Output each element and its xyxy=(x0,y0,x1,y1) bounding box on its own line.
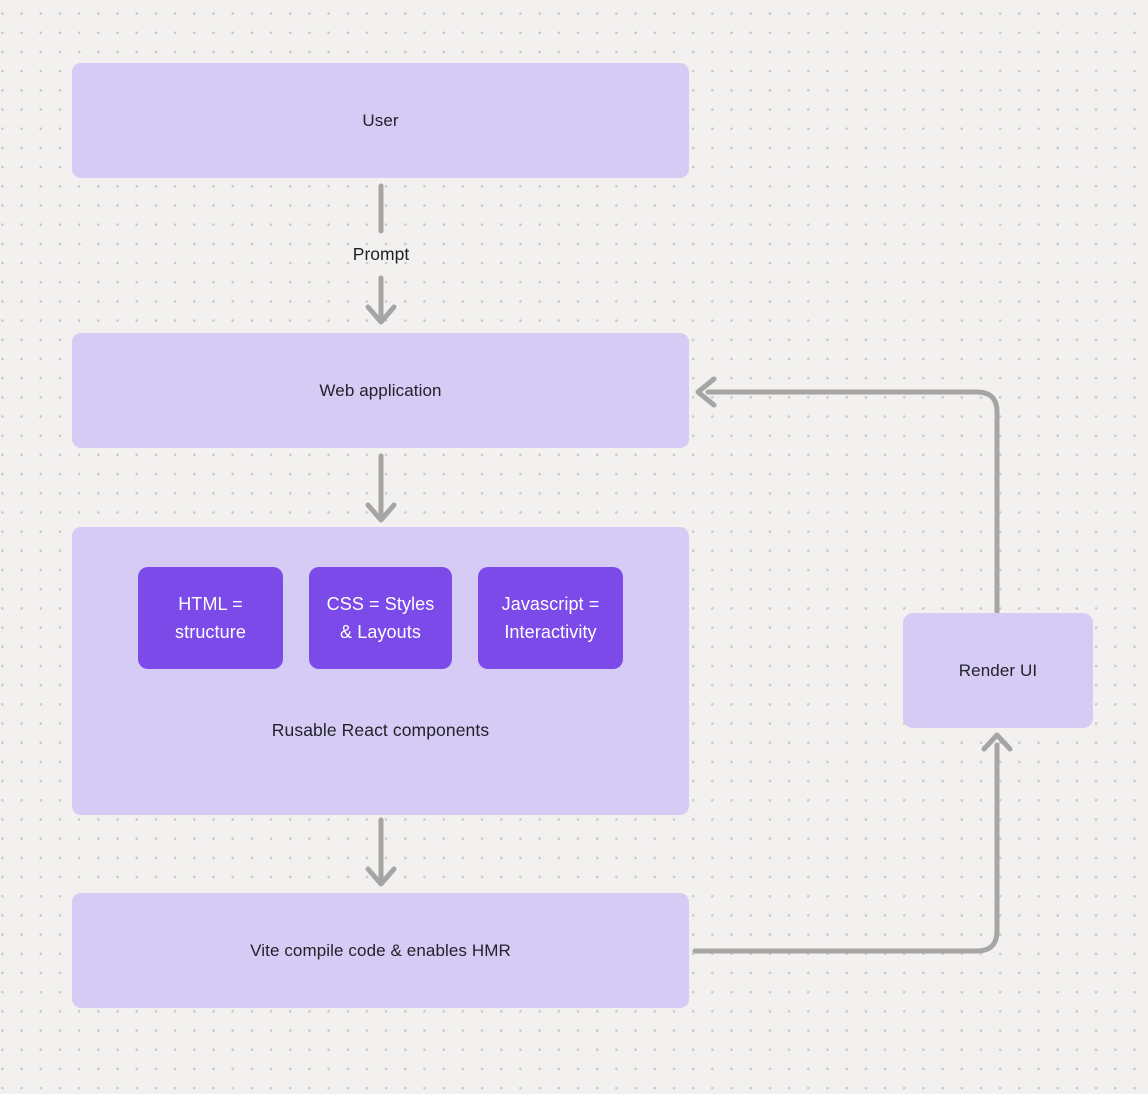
node-web-application[interactable]: Web application xyxy=(72,333,689,448)
node-javascript-interactivity[interactable]: Javascript = Interactivity xyxy=(478,567,623,669)
node-user-label: User xyxy=(362,110,399,130)
node-html-structure-label: HTML = structure xyxy=(175,594,246,642)
arrowhead-down-icon xyxy=(365,304,397,325)
node-web-application-label: Web application xyxy=(319,380,442,400)
node-javascript-interactivity-label: Javascript = Interactivity xyxy=(501,594,600,642)
connector-vite-to-render[interactable] xyxy=(692,732,1013,954)
connector-components-to-vite[interactable] xyxy=(365,817,397,887)
node-css-styles[interactable]: CSS = Styles & Layouts xyxy=(309,567,452,669)
connector-web-to-components[interactable] xyxy=(365,453,397,523)
arrowhead-up-icon xyxy=(981,732,1013,752)
node-css-styles-label: CSS = Styles & Layouts xyxy=(326,594,435,642)
node-react-components-group-label: Rusable React components xyxy=(271,720,490,740)
node-react-components-group[interactable]: HTML = structure CSS = Styles & Layouts … xyxy=(72,527,689,815)
connector-render-to-web[interactable] xyxy=(695,376,1000,615)
connector-render-to-web-line xyxy=(705,389,1000,615)
node-user[interactable]: User xyxy=(72,63,689,178)
arrowhead-down-icon xyxy=(365,866,397,887)
node-vite-compile-label: Vite compile code & enables HMR xyxy=(250,940,511,960)
connector-vite-to-render-line xyxy=(692,742,1000,954)
arrowhead-down-icon xyxy=(365,502,397,523)
node-render-ui-label: Render UI xyxy=(958,660,1038,680)
arrowhead-left-icon xyxy=(695,376,717,408)
node-html-structure[interactable]: HTML = structure xyxy=(138,567,283,669)
node-vite-compile[interactable]: Vite compile code & enables HMR xyxy=(72,893,689,1008)
edge-label-prompt[interactable]: Prompt xyxy=(352,244,410,264)
node-render-ui[interactable]: Render UI xyxy=(903,613,1093,728)
connector-user-to-web[interactable] xyxy=(365,183,397,325)
